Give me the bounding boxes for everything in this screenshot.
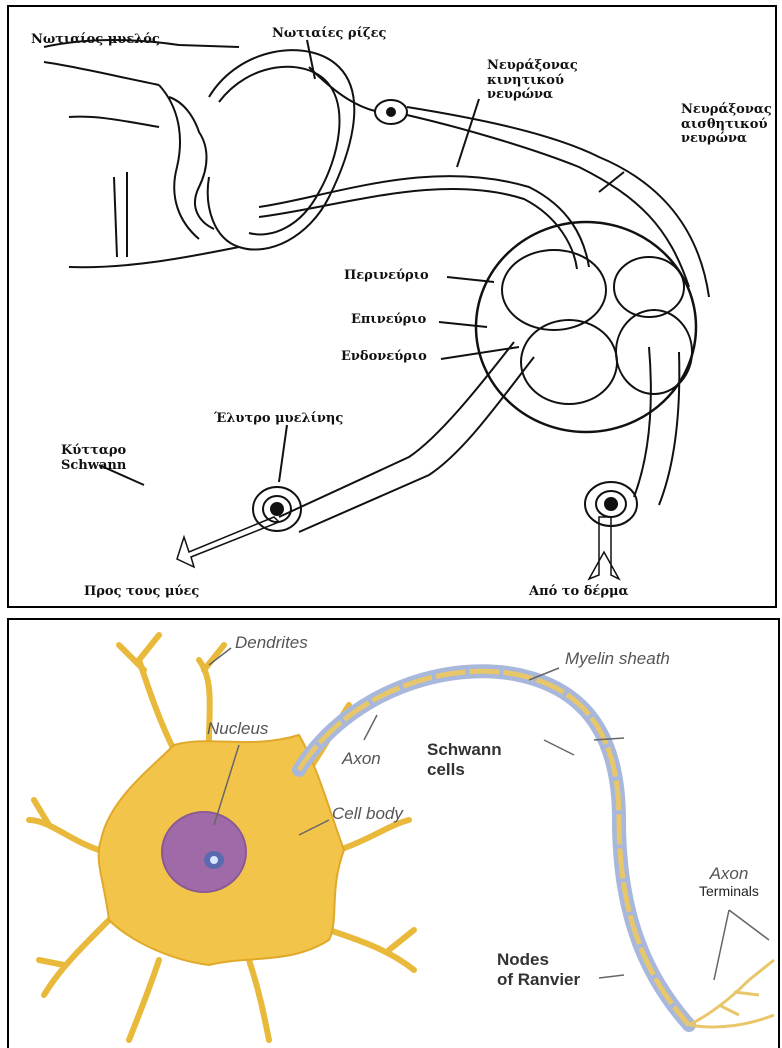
axon-shape [299, 671, 689, 1025]
neuron-illustration [9, 620, 780, 1048]
label-nodes-of-ranvier-line1: Nodes [497, 950, 580, 970]
label-axon-terminals-line2: Terminals [699, 884, 759, 899]
arrow-to-muscles [177, 517, 279, 567]
label-perineurium: Περινεύριο [344, 269, 429, 284]
label-motor-axon-line3: νευρώνα [487, 88, 578, 103]
label-nodes-of-ranvier: Nodes of Ranvier [497, 950, 580, 989]
axon-terminals-shape [689, 960, 774, 1027]
fascicle [502, 250, 606, 330]
label-axon-terminals-line1: Axon [699, 865, 759, 884]
fascicle [521, 320, 617, 404]
label-spinal-roots: Νωτιαίες ρίζες [272, 27, 386, 42]
label-cell-body: Cell body [332, 805, 403, 824]
label-motor-axon-line2: κινητικού [487, 74, 578, 89]
label-epineurium: Επινεύριο [351, 313, 426, 328]
label-nodes-of-ranvier-line2: of Ranvier [497, 970, 580, 990]
label-axon-terminals: Axon Terminals [699, 865, 759, 899]
peripheral-nerve-diagram: Νωτιαίος μυελός Νωτιαίες ρίζες Νευράξονα… [7, 5, 777, 608]
label-nucleus: Nucleus [207, 720, 268, 739]
label-schwann-cell: Κύτταρο Schwann [61, 444, 126, 473]
spinal-root-loop [208, 50, 355, 249]
label-sensory-axon-line1: Νευράξονας [681, 103, 772, 118]
label-myelin-sheath-en: Myelin sheath [565, 650, 670, 669]
fascicle [614, 257, 684, 317]
neuron-diagram: Dendrites Myelin sheath Nucleus Axon Sch… [7, 618, 780, 1048]
label-from-skin: Από το δέρμα [529, 585, 628, 600]
label-schwann-cells-line2: cells [427, 760, 502, 780]
label-motor-axon-line1: Νευράξονας [487, 59, 578, 74]
label-schwann-cells-line1: Schwann [427, 740, 502, 760]
myelin-sheath-shape [299, 671, 689, 1025]
nerve-illustration [9, 7, 777, 608]
label-endoneurium: Ενδονεύριο [341, 350, 427, 365]
label-sensory-axon: Νευράξονας αισθητικού νευρώνα [681, 103, 772, 147]
label-myelin-sheath: Έλυτρο μυελίνης [214, 412, 343, 427]
label-schwann-cells: Schwann cells [427, 740, 502, 779]
label-to-muscles: Προς τους μύες [84, 585, 199, 600]
label-sensory-axon-line3: νευρώνα [681, 132, 772, 147]
label-axon: Axon [342, 750, 381, 769]
label-schwann-cell-line1: Κύτταρο [61, 444, 126, 459]
label-schwann-cell-line2: Schwann [61, 459, 126, 474]
label-spinal-cord: Νωτιαίος μυελός [31, 33, 160, 48]
fascicle [616, 310, 692, 394]
spinal-cord-bottom-edge [69, 247, 239, 267]
nucleus-shape [162, 812, 246, 892]
label-sensory-axon-line2: αισθητικού [681, 118, 772, 133]
label-motor-axon: Νευράξονας κινητικού νευρώνα [487, 59, 578, 103]
label-dendrites: Dendrites [235, 634, 308, 653]
